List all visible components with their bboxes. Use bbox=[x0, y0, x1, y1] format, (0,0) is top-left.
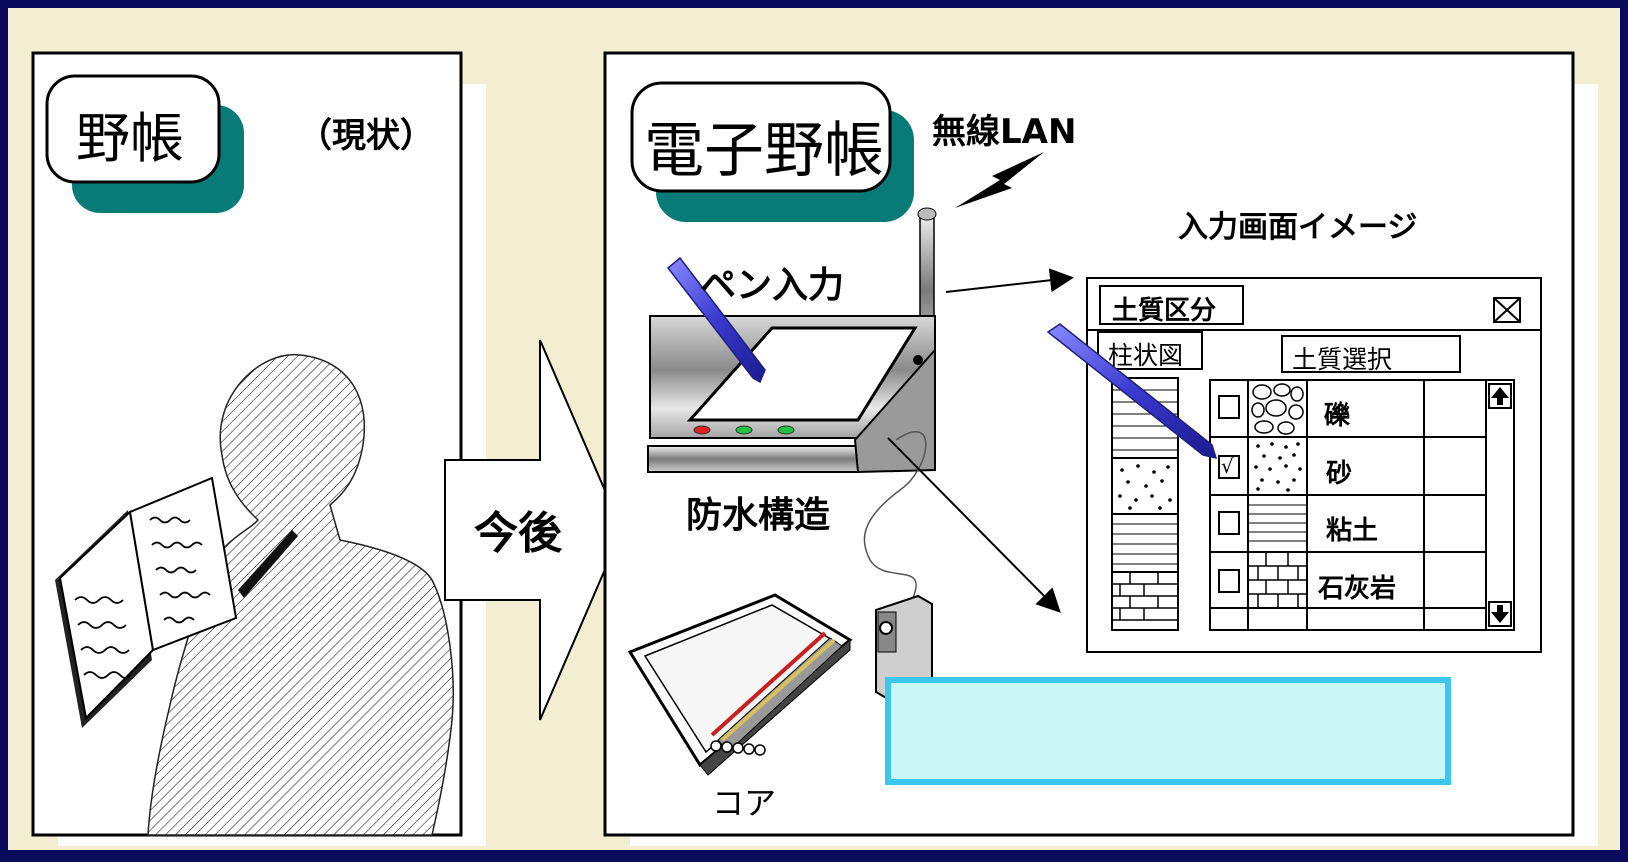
arrow-to-screen-top bbox=[945, 268, 1074, 293]
left-panel-subtitle: （現状） bbox=[298, 116, 434, 156]
arrow-down-icon bbox=[1491, 605, 1509, 623]
cable bbox=[863, 431, 927, 601]
window-title-box bbox=[1099, 285, 1244, 325]
soil-checkbox-gravel[interactable] bbox=[1218, 395, 1240, 419]
handwriting-scribbles bbox=[74, 516, 211, 679]
right-title-badge bbox=[630, 81, 892, 193]
soil-checkbox-sand[interactable] bbox=[1218, 455, 1240, 479]
clay-pattern-icon bbox=[1248, 504, 1307, 542]
soil-label-gravel: 礫 bbox=[1324, 401, 1351, 431]
tablet-front bbox=[647, 445, 859, 473]
led-red bbox=[693, 425, 711, 435]
transition-arrow bbox=[444, 339, 624, 721]
notebook-icon bbox=[55, 476, 298, 728]
antenna-base bbox=[913, 355, 923, 365]
pen-input-label: ペン入力 bbox=[700, 265, 845, 306]
close-box-icon[interactable] bbox=[1493, 297, 1521, 323]
soil-label-clay: 粘土 bbox=[1326, 516, 1379, 546]
soil-select-tab-box[interactable] bbox=[1281, 335, 1461, 373]
limestone-pattern-icon bbox=[1248, 552, 1307, 608]
soil-grid bbox=[1209, 379, 1515, 631]
soil-select-tab-label[interactable]: 土質選択 bbox=[1292, 345, 1393, 374]
stylus-on-screen-icon bbox=[1046, 323, 1218, 460]
window-title: 土質区分 bbox=[1112, 296, 1217, 326]
camera-icon bbox=[875, 594, 933, 702]
input-screen-window bbox=[1086, 277, 1542, 653]
led-green-2 bbox=[777, 425, 795, 435]
scroll-down-button[interactable] bbox=[1488, 601, 1512, 627]
scroll-up-button[interactable] bbox=[1488, 383, 1512, 409]
soil-label-sand: 砂 bbox=[1326, 459, 1353, 489]
soil-checkbox-clay[interactable] bbox=[1218, 511, 1240, 535]
waterproof-label: 防水構造 bbox=[686, 495, 831, 536]
left-title-badge bbox=[45, 74, 221, 184]
sand-check-mark: √ bbox=[1221, 454, 1234, 478]
column-tab-label[interactable]: 柱状図 bbox=[1108, 341, 1184, 370]
highlight-box bbox=[885, 677, 1451, 785]
antenna-tip bbox=[917, 207, 937, 221]
arrow-label: 今後 bbox=[474, 508, 562, 559]
right-panel-title: 電子野帳 bbox=[644, 116, 884, 186]
tablet-side bbox=[853, 347, 936, 474]
tablet-device-icon bbox=[647, 315, 936, 474]
core-box-icon bbox=[627, 593, 853, 776]
soil-label-limestone: 石灰岩 bbox=[1318, 574, 1397, 604]
screen-image-label: 入力画面イメージ bbox=[1178, 210, 1418, 245]
soil-checkbox-limestone[interactable] bbox=[1218, 569, 1240, 593]
wireless-label: 無線LAN bbox=[932, 112, 1077, 152]
gravel-pattern-icon bbox=[1251, 383, 1304, 435]
notebook-right-page bbox=[128, 476, 238, 652]
led-green-1 bbox=[735, 425, 753, 435]
tablet-screen bbox=[686, 326, 918, 422]
sand-pattern-icon bbox=[1254, 442, 1302, 492]
arrow-up-icon bbox=[1491, 387, 1509, 405]
core-label: コア bbox=[712, 784, 777, 822]
arrow-to-screen-bottom bbox=[887, 437, 1061, 613]
stylus-icon bbox=[666, 256, 766, 384]
column-tab-box[interactable] bbox=[1097, 331, 1203, 370]
wireless-lightning-icon bbox=[955, 152, 1044, 208]
hand-pen bbox=[238, 530, 298, 598]
left-panel-title: 野帳 bbox=[76, 107, 184, 170]
